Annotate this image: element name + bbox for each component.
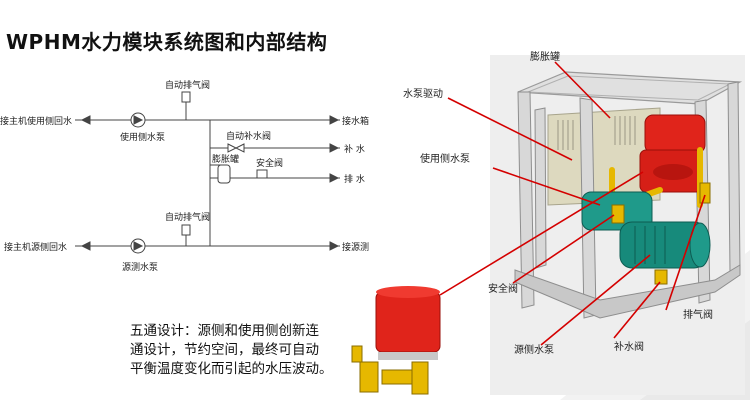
schematic-diagram: 接主机使用侧回水 使用侧水泵 自动排气阀 接水箱 自动补水阀 补 水 膨胀罐 安… bbox=[0, 79, 369, 273]
tank-closeup-ring bbox=[378, 352, 438, 360]
label-auto-vent-bottom: 自动排气阀 bbox=[165, 211, 210, 223]
label-user-return: 接主机使用侧回水 bbox=[0, 115, 72, 127]
callout-makeup-valve: 补水阀 bbox=[614, 340, 644, 353]
description-line-3: 平衡温度变化而引起的水压波动。 bbox=[130, 361, 333, 377]
label-safety-valve: 安全阀 bbox=[256, 157, 283, 169]
tank-closeup-fittings bbox=[351, 345, 429, 395]
safety-valve-symbol bbox=[256, 169, 268, 179]
callout-lines bbox=[439, 61, 706, 346]
makeup-valve-part bbox=[654, 269, 668, 285]
tank-closeup-top bbox=[376, 286, 440, 298]
label-source-conn: 接源测 bbox=[342, 241, 369, 253]
description-line-1: 五通设计：源侧和使用侧创新连 bbox=[130, 323, 319, 339]
label-makeup: 补 水 bbox=[344, 143, 365, 155]
tank-closeup-body bbox=[375, 291, 441, 353]
bottom-arrow-right bbox=[329, 241, 340, 251]
label-auto-makeup: 自动补水阀 bbox=[226, 130, 271, 142]
control-plate bbox=[547, 107, 661, 206]
frame-post-back-right bbox=[727, 81, 741, 273]
description-text: 五通设计：源侧和使用侧创新连 通设计，节约空间，最终可自动 平衡温度变化而引起的… bbox=[130, 322, 380, 379]
vent-valve-part bbox=[699, 182, 711, 204]
bottom-arrow-left bbox=[80, 241, 91, 251]
safety-valve-part bbox=[611, 204, 625, 224]
label-drain: 排 水 bbox=[344, 173, 365, 185]
label-water-tank: 接水箱 bbox=[342, 115, 369, 127]
red-tank-band bbox=[653, 164, 693, 180]
top-arrow-left bbox=[80, 115, 91, 125]
label-user-pump: 使用侧水泵 bbox=[120, 131, 165, 143]
label-source-pump: 源测水泵 bbox=[122, 261, 158, 273]
description-line-2: 通设计，节约空间，最终可自动 bbox=[130, 342, 319, 358]
auto-makeup-valve-b bbox=[234, 143, 245, 153]
user-pump-arrow bbox=[133, 115, 144, 125]
label-source-return: 接主机源侧回水 bbox=[4, 241, 67, 253]
source-pump-arrow bbox=[133, 241, 144, 251]
plate-fins bbox=[557, 116, 636, 150]
auto-makeup-valve-a bbox=[227, 143, 238, 153]
callout-safety-valve: 安全阀 bbox=[488, 282, 518, 295]
label-expansion-tank: 膨胀罐 bbox=[212, 153, 239, 165]
callout-expansion-tank: 膨胀罐 bbox=[530, 50, 560, 63]
expansion-tank-symbol bbox=[217, 164, 231, 184]
bottom-vent-valve bbox=[181, 224, 191, 236]
slide-title: WPHM水力模块系统图和内部结构 bbox=[6, 30, 328, 54]
red-tank-top bbox=[644, 114, 706, 154]
callout-user-pump: 使用侧水泵 bbox=[420, 152, 470, 165]
top-arrow-right bbox=[329, 115, 340, 125]
top-vent-valve bbox=[181, 91, 191, 103]
label-auto-vent-top: 自动排气阀 bbox=[165, 79, 210, 91]
drain-arrow bbox=[329, 173, 340, 183]
frame-post-back-left bbox=[534, 107, 547, 269]
callout-pump-drive: 水泵驱动 bbox=[403, 88, 443, 100]
pump-source-end bbox=[689, 222, 711, 268]
frame-base bbox=[514, 264, 741, 319]
pump-fins bbox=[634, 226, 666, 264]
callout-vent-valve: 排气阀 bbox=[683, 308, 713, 321]
makeup-arrow bbox=[329, 143, 340, 153]
callout-source-pump: 源侧水泵 bbox=[514, 343, 554, 356]
frame-post-front-left bbox=[517, 91, 535, 309]
